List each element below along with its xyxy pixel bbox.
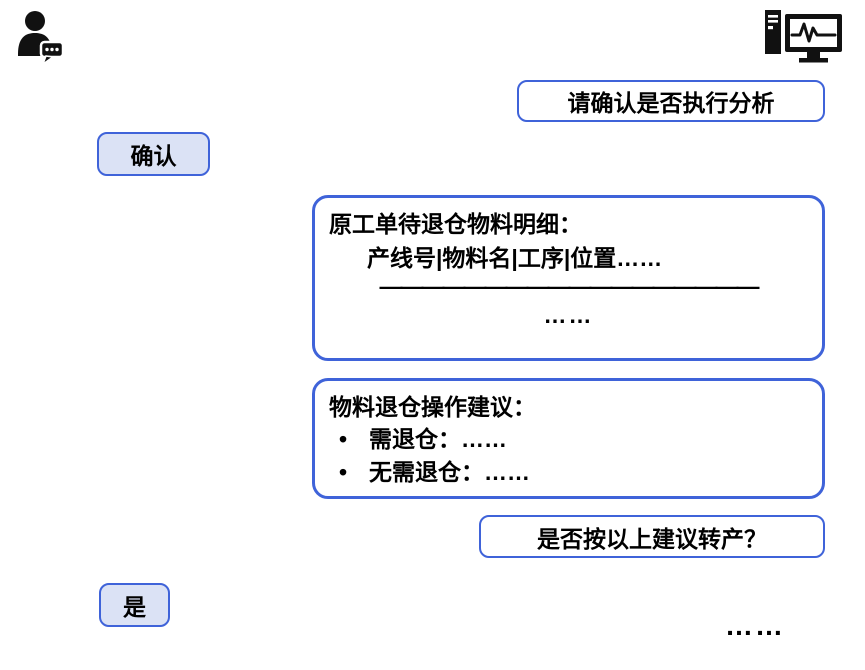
detail-card: 原工单待退仓物料明细： 产线号|物料名|工序|位置…… ————————————… xyxy=(312,195,825,361)
user-bubble-confirm: 确认 xyxy=(97,132,210,176)
bot-bubble-analysis-prompt: 请确认是否执行分析 xyxy=(517,80,825,122)
user-bubble-yes: 是 xyxy=(99,583,170,627)
suggestion-card: 物料退仓操作建议： 需退仓：…… 无需退仓：…… xyxy=(312,378,825,499)
suggestion-card-title: 物料退仓操作建议： xyxy=(329,394,536,420)
detail-card-title: 原工单待退仓物料明细： xyxy=(329,211,582,237)
person-chat-icon xyxy=(16,10,66,68)
suggestion-item-no-return: 无需退仓：…… xyxy=(329,456,808,489)
suggestion-item-label: 需退仓：…… xyxy=(369,426,507,452)
detail-card-ellipsis: …… xyxy=(543,302,594,328)
suggestion-item-need-return: 需退仓：…… xyxy=(329,423,808,456)
bot-bubble-transfer-question: 是否按以上建议转产？ xyxy=(479,515,825,558)
suggestion-item-label: 无需退仓：…… xyxy=(369,459,530,485)
detail-card-divider: —————————————————— xyxy=(379,276,760,296)
trailing-ellipsis: …… xyxy=(725,610,785,641)
computer-monitor-icon xyxy=(764,8,844,66)
detail-card-columns: 产线号|物料名|工序|位置…… xyxy=(367,245,663,271)
